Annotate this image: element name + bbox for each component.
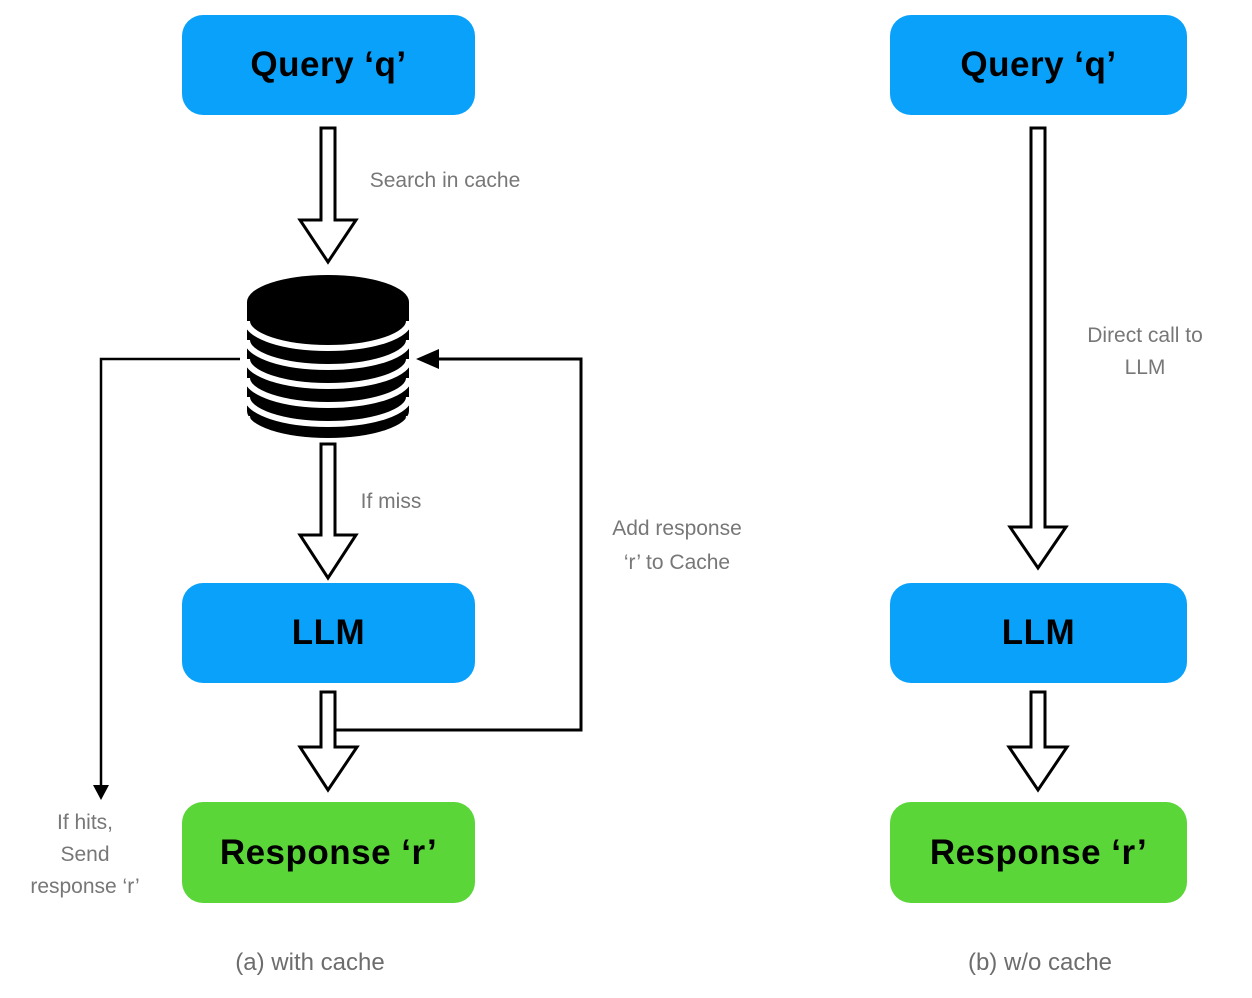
label-if-hits-send-response: If hits, Send response ‘r’	[30, 811, 140, 898]
node-llm-b: LLM	[890, 583, 1187, 683]
caption-without-cache: (b) w/o cache	[967, 949, 1113, 976]
arrowhead-down-icon	[93, 785, 109, 800]
arrow-llm-to-response-a-icon	[297, 690, 360, 793]
edge-if-hits-line	[93, 357, 240, 800]
label-direct-call-to-llm: Direct call to LLM	[1087, 324, 1203, 379]
arrow-cache-to-llm-icon	[297, 442, 359, 581]
arrowhead-left-icon	[416, 349, 439, 369]
node-query-b: Query ‘q’	[890, 15, 1187, 115]
label-if-miss: If miss	[360, 490, 422, 513]
node-query-a: Query ‘q’	[182, 15, 475, 115]
caption-with-cache: (a) with cache	[235, 949, 385, 976]
arrow-query-to-llm-icon	[1007, 126, 1069, 571]
cache-database-icon	[247, 275, 409, 438]
node-llm-a: LLM	[182, 583, 475, 683]
node-response-a: Response ‘r’	[182, 802, 475, 903]
arrow-llm-to-response-b-icon	[1006, 690, 1070, 793]
label-add-response-to-cache: Add response ‘r’ to Cache	[612, 517, 742, 574]
node-response-b: Response ‘r’	[890, 802, 1187, 903]
arrow-query-to-cache-icon	[297, 126, 359, 265]
label-search-in-cache: Search in cache	[369, 169, 521, 192]
edge-add-to-cache-line	[336, 349, 583, 732]
